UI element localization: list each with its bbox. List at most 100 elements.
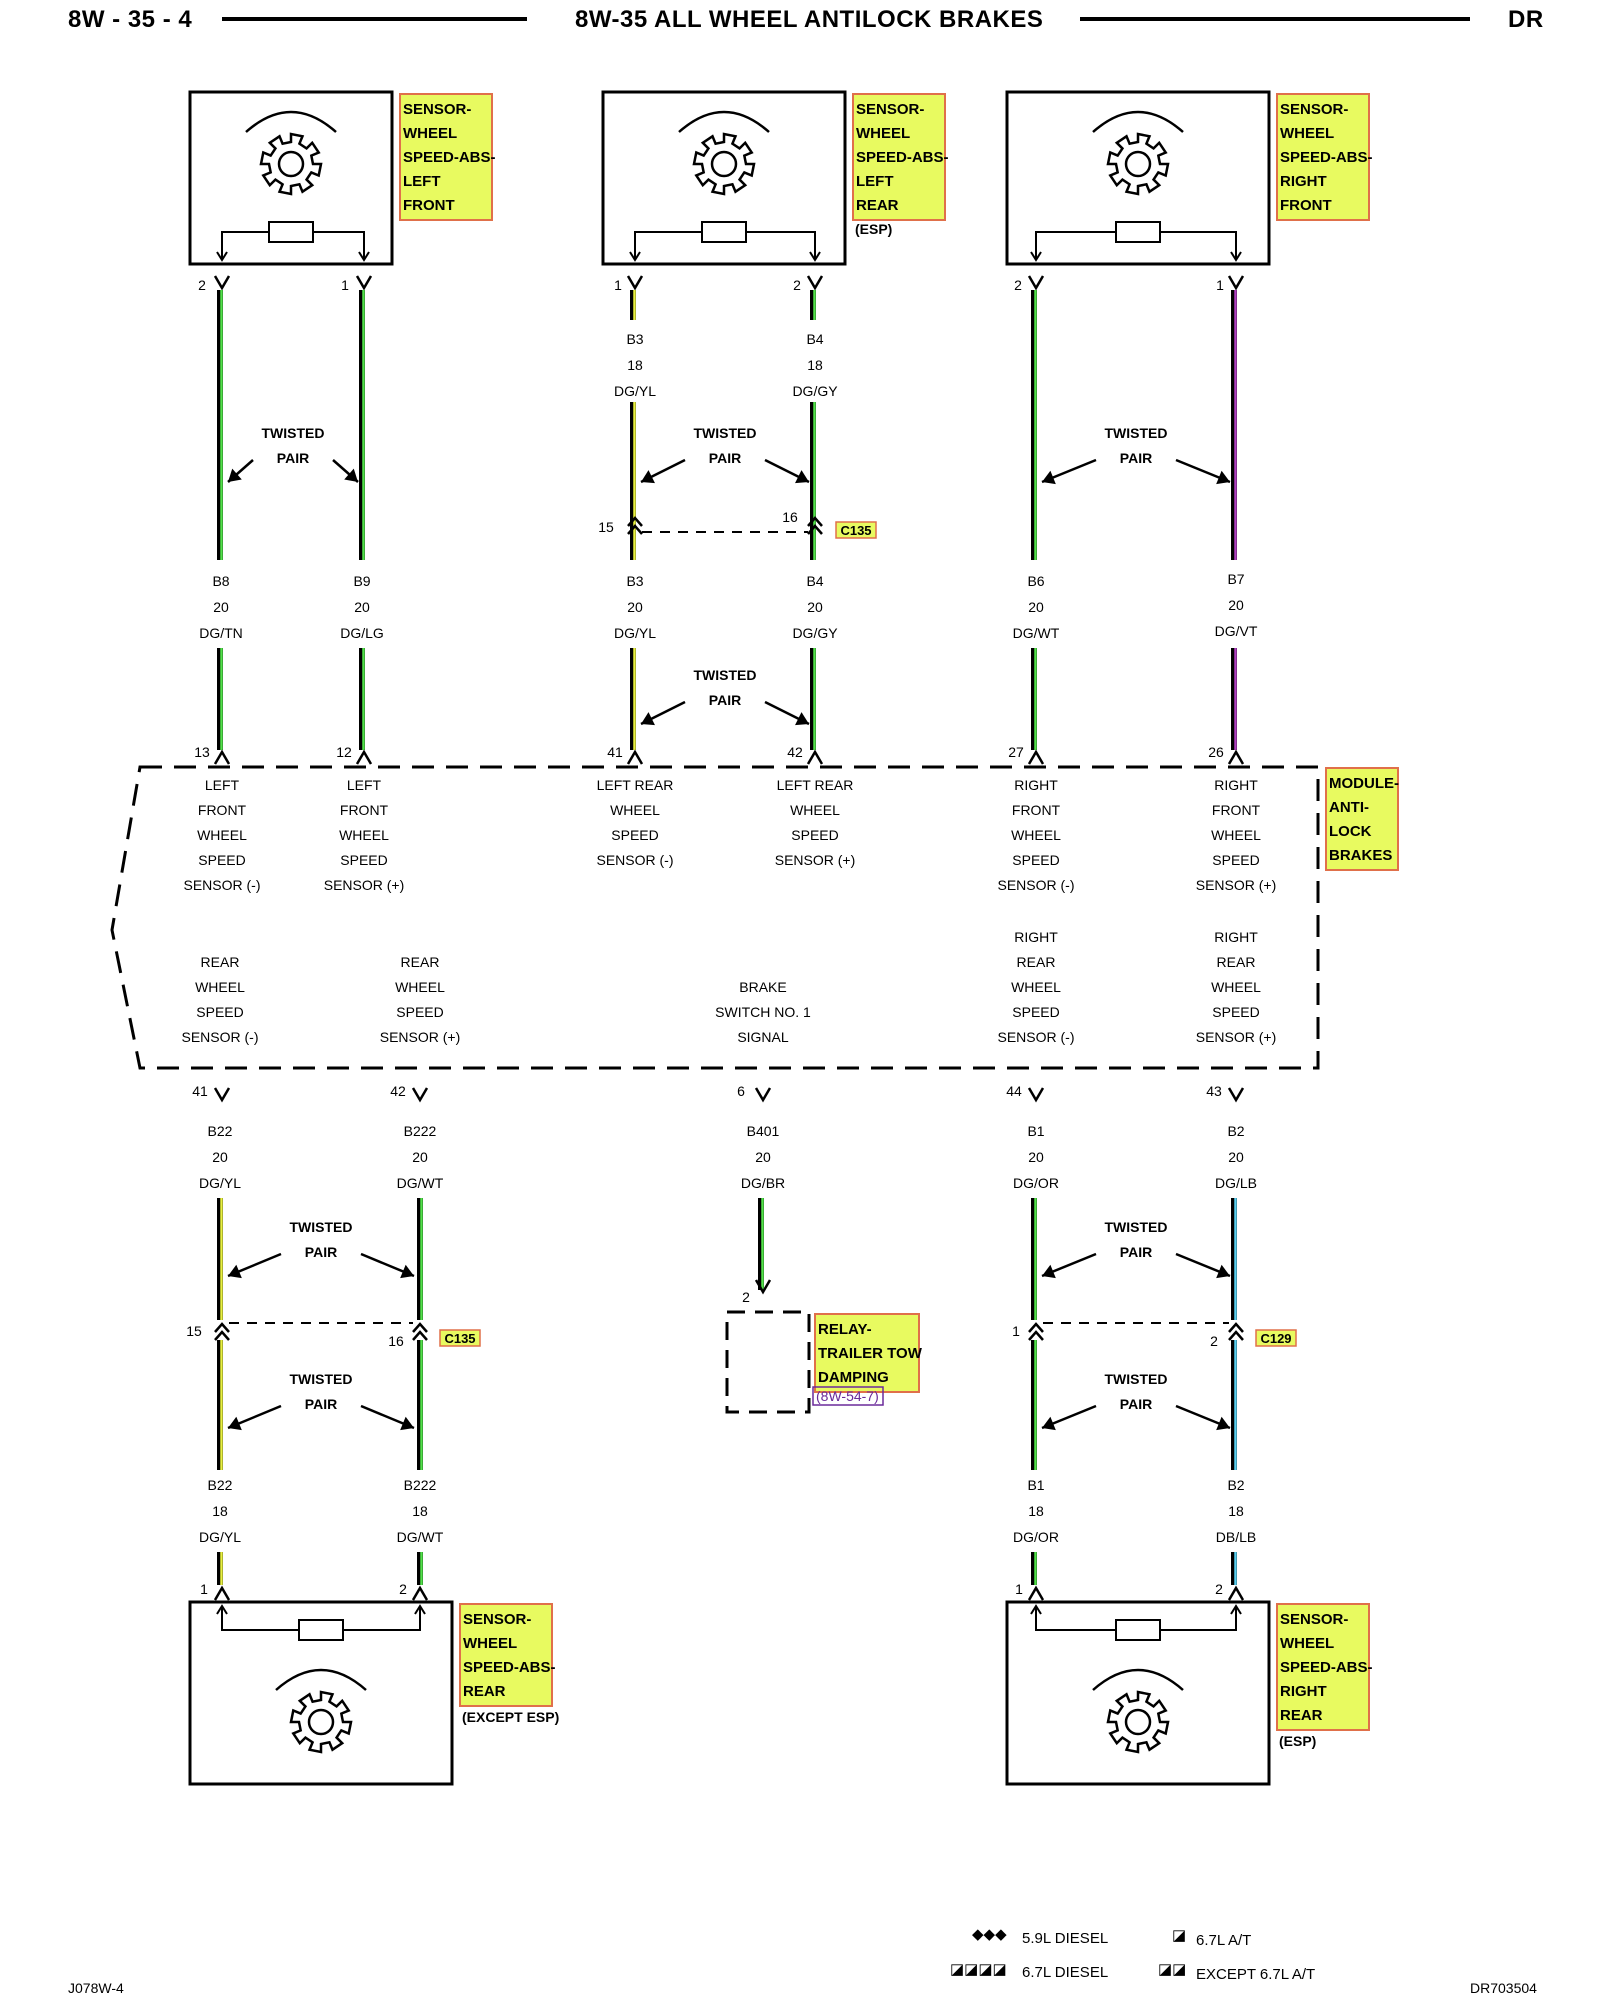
rear-sensor-label-line-0: SENSOR- xyxy=(463,1611,531,1628)
lr-sensor-arrow-r xyxy=(809,251,821,262)
rear-sensor-pin-2 xyxy=(411,1585,429,1601)
lf-sensor-arrow-r xyxy=(358,251,370,262)
module-top-label-2-2: SPEED xyxy=(611,827,658,843)
wire-lr-upper-b-label-2: DG/GY xyxy=(792,383,838,399)
relay-label-line-2: DAMPING xyxy=(818,1369,889,1386)
c129-tag-box xyxy=(1255,1329,1297,1347)
legend-59-diesel-symbol: ◆◆◆ xyxy=(972,1926,1007,1943)
module-top-label-4-2: WHEEL xyxy=(1011,827,1061,843)
wire-rear-low-a-label-0: B22 xyxy=(208,1477,233,1493)
wire-lr-upper-a-label-2: DG/YL xyxy=(614,383,656,399)
wire-lr-lower-a-label-2: DG/YL xyxy=(614,625,656,641)
wire-rear-up-a-label-1: 20 xyxy=(212,1149,228,1165)
wire-rear-up-b-label-1: 20 xyxy=(412,1149,428,1165)
lf-sensor-label-box xyxy=(399,93,493,221)
c129-pin-2-b xyxy=(1228,1330,1244,1341)
c135-bottom-pin-16-b xyxy=(412,1330,428,1341)
twisted-pair-rear-upper-arrow-right-head xyxy=(400,1264,414,1279)
twisted-pair-rf-label-1: PAIR xyxy=(1120,450,1152,466)
rr-sensor-arrow-r xyxy=(1230,1604,1242,1615)
wire-rf-b-label-2: DG/VT xyxy=(1215,623,1258,639)
wire-rf-b-label-0: B7 xyxy=(1227,571,1244,587)
twisted-pair-rr-lower-arrow-left-head xyxy=(1042,1416,1056,1431)
wire-rr-low-b-label-0: B2 xyxy=(1227,1477,1244,1493)
c135-bottom-pin-16-a xyxy=(412,1322,428,1333)
module-bottom-label-1-0: REAR xyxy=(401,954,440,970)
module-top-label-1-0: LEFT xyxy=(347,777,382,793)
module-top-pin-26 xyxy=(1227,749,1245,765)
lf-sensor-label-line-2: SPEED-ABS- xyxy=(403,149,496,166)
module-top-pin-41 xyxy=(626,749,644,765)
c135-bottom-pin-16-label: 16 xyxy=(388,1333,404,1349)
rf-sensor-label-line-1: WHEEL xyxy=(1280,125,1334,142)
module-bottom-label-4-3: SPEED xyxy=(1212,1004,1259,1020)
page-number: 8W - 35 - 4 xyxy=(68,6,193,33)
c129-pin-1-label: 1 xyxy=(1012,1323,1020,1339)
legend-67-at-symbol: ◪ xyxy=(1172,1927,1187,1944)
wire-lf-b-label-1: 20 xyxy=(354,599,370,615)
wire-rear-low-a-label-1: 18 xyxy=(212,1503,228,1519)
c135-bottom-tag-box xyxy=(439,1329,481,1347)
wire-lf-a-label-2: DG/TN xyxy=(199,625,243,641)
rf-sensor-resistor xyxy=(1115,221,1161,243)
module-abs-label-box xyxy=(1325,767,1399,871)
twisted-pair-lr-upper-arrow-right-head xyxy=(795,470,809,484)
twisted-pair-lf-label-0: TWISTED xyxy=(262,425,325,441)
rr-sensor-pin-2 xyxy=(1227,1585,1245,1601)
lr-sensor-pin-1-label: 1 xyxy=(614,277,622,293)
module-top-label-4-3: SPEED xyxy=(1012,852,1059,868)
legend-67-at-text: 6.7L A/T xyxy=(1196,1932,1252,1949)
legend-67-diesel-text: 6.7L DIESEL xyxy=(1022,1964,1109,1981)
wire-rf-b-label-1: 20 xyxy=(1228,597,1244,613)
twisted-pair-lr-lower-arrow-right-head xyxy=(795,712,809,726)
lr-sensor-label-line-1: WHEEL xyxy=(856,125,910,142)
twisted-pair-lr-upper-label-1: PAIR xyxy=(709,450,741,466)
module-top-label-5-1: FRONT xyxy=(1212,802,1261,818)
lr-sensor-pin-1 xyxy=(626,275,644,291)
lf-sensor-pin-2 xyxy=(213,275,231,291)
rr-sensor-gear-icon xyxy=(1106,1690,1170,1754)
c129-pin-2-label: 2 xyxy=(1210,1333,1218,1349)
rear-sensor-label-box xyxy=(459,1603,553,1707)
module-top-pin-13 xyxy=(213,749,231,765)
lr-sensor-label-line-3: LEFT xyxy=(856,173,894,190)
legend-except-67-at-text: EXCEPT 6.7L A/T xyxy=(1196,1966,1316,1983)
twisted-pair-rr-upper-arrow-left-head xyxy=(1042,1264,1056,1279)
module-abs-label-line-2: LOCK xyxy=(1329,823,1372,840)
rf-sensor-arc xyxy=(1092,110,1184,133)
c135-top-pin-16-b xyxy=(807,524,823,535)
rear-sensor-arrow-l xyxy=(216,1604,228,1615)
rear-sensor-pin-1 xyxy=(213,1585,231,1601)
c135-bottom-pin-15-b xyxy=(214,1330,230,1341)
wire-lf-b-label-2: DG/LG xyxy=(340,625,384,641)
rf-sensor-pin-2-label: 2 xyxy=(1014,277,1022,293)
rf-sensor-label-line-2: SPEED-ABS- xyxy=(1280,149,1373,166)
twisted-pair-rear-upper-label-1: PAIR xyxy=(305,1244,337,1260)
wire-lr-lower-a-label-1: 20 xyxy=(627,599,643,615)
wire-rear-low-b-label-2: DG/WT xyxy=(397,1529,444,1545)
rf-sensor-pin-1-label: 1 xyxy=(1216,277,1224,293)
rf-sensor-pin-2 xyxy=(1027,275,1045,291)
twisted-pair-rear-lower-arrow-right-head xyxy=(400,1416,414,1431)
module-bottom-pin-6-label: 6 xyxy=(737,1083,745,1099)
module-bottom-label-4-2: WHEEL xyxy=(1211,979,1261,995)
legend-59-diesel-text: 5.9L DIESEL xyxy=(1022,1930,1109,1947)
module-top-label-4-1: FRONT xyxy=(1012,802,1061,818)
rr-sensor-arc xyxy=(1092,1668,1184,1691)
module-bottom-label-1-2: SPEED xyxy=(396,1004,443,1020)
wire-lr-lower-b-label-2: DG/GY xyxy=(792,625,838,641)
relay-ref-box xyxy=(812,1386,884,1406)
module-bottom-label-4-1: REAR xyxy=(1217,954,1256,970)
lr-sensor-esp-note: (ESP) xyxy=(855,221,892,237)
lr-sensor-label-line-2: SPEED-ABS- xyxy=(856,149,949,166)
page-title: 8W-35 ALL WHEEL ANTILOCK BRAKES xyxy=(575,6,1044,33)
twisted-pair-lr-lower-label-0: TWISTED xyxy=(694,667,757,683)
module-abs-label-line-3: BRAKES xyxy=(1329,847,1392,864)
rear-sensor-pin-1-label: 1 xyxy=(200,1581,208,1597)
module-top-pin-42-label: 42 xyxy=(787,744,803,760)
rr-sensor-label-box xyxy=(1276,1603,1370,1731)
wire-rr-low-a-label-1: 18 xyxy=(1028,1503,1044,1519)
module-bottom-pin-41-label: 41 xyxy=(192,1083,208,1099)
twisted-pair-rr-lower-label-1: PAIR xyxy=(1120,1396,1152,1412)
module-abs-label-line-1: ANTI- xyxy=(1329,799,1369,816)
